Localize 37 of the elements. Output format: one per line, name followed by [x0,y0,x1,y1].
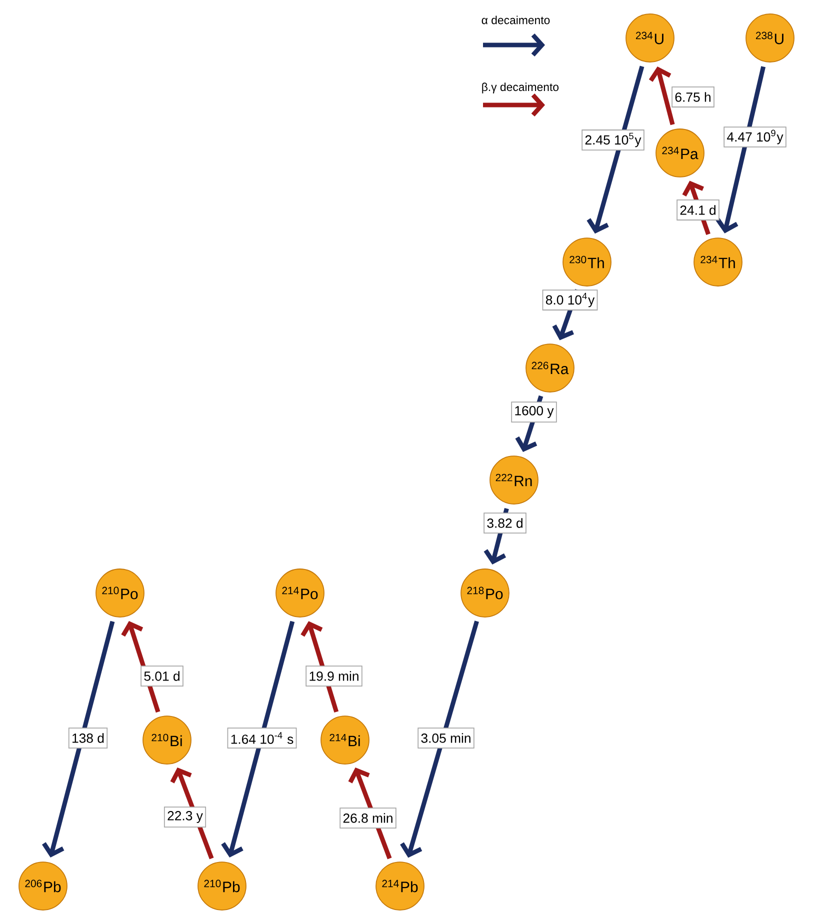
edge-label: 1600 y [511,402,557,422]
nuclide-ball: $^{210}$Bi [142,716,192,764]
arrow [400,620,479,858]
edge-label: 1.64 10$^{-4}$ s [227,728,297,748]
nuclide-ball: $^{210}$Pb [198,862,246,910]
edge-label: 6.75 h [672,86,714,108]
nuclide-ball: $^{214}$Pb [376,862,424,910]
edge-label: 22.3 y [164,806,206,828]
arrow [42,620,115,858]
arrow [648,66,675,126]
edge-label: 3.82 d [484,512,526,534]
arrow [716,66,766,234]
nuclide-ball: $^{206}$Pb [18,862,68,910]
arrow [586,66,644,234]
nuclide-ball: $^{222}$Rn [490,456,538,504]
nuclide-ball: $^{234}$Th [694,238,742,286]
nuclide-ball: $^{234}$U [626,14,674,62]
edge-label: 138 d [68,728,108,748]
edge-label: 2.45 10$^{5}$y [582,130,644,150]
edge-label: 3.05 min [418,728,474,748]
edge-label: 4.47 10$^{9}$y [724,126,786,148]
edge-label: 24.1 d [676,200,720,220]
arrow [221,620,295,858]
nuclide-ball: $^{226}$Ra [526,344,574,392]
nuclide-ball: $^{230}$Th [562,238,612,286]
edge-label: 19.9 min [306,666,362,686]
edge-label: 5.01 d [140,666,184,686]
edge-label: 8.0 10$^{4}$y [542,290,598,310]
edge-label: 26.8 min [340,808,396,828]
nuclide-ball: $^{218}$Po [460,568,510,618]
nuclide-ball: $^{234}$Pa [656,128,704,178]
nuclide-ball: $^{214}$Bi [320,716,370,764]
nuclide-ball: $^{214}$Po [276,568,324,618]
legend-text: β.γ decaimento [482,82,559,94]
legend-text: α decaimento [482,16,550,24]
nuclide-ball: $^{210}$Po [96,568,144,618]
nuclide-ball: $^{238}$U [746,14,794,62]
